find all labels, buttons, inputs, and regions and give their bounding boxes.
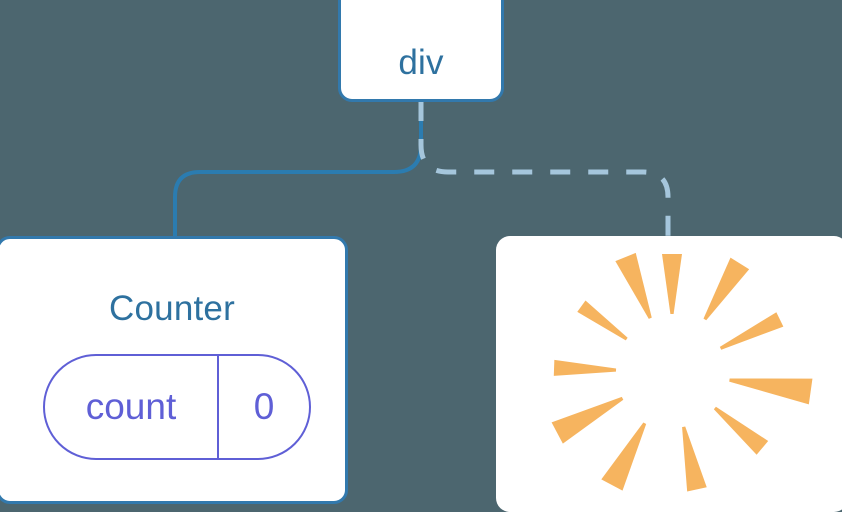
node-counter[interactable]: Counter count 0 (0, 236, 348, 504)
state-pill-value: 0 (253, 386, 275, 427)
edge-root-to-counter (173, 99, 423, 240)
node-div-label: div (398, 43, 444, 82)
spark-ray (729, 378, 813, 405)
spark-wrap (496, 236, 842, 512)
spark-ray (577, 300, 628, 341)
edge-root-to-spark (418, 101, 671, 238)
spark-ray (662, 254, 682, 314)
node-counter-label: Counter (109, 289, 235, 328)
spark-ray (713, 406, 769, 455)
spark-ray (615, 252, 652, 319)
spark-ray (551, 396, 624, 444)
spark-ray (601, 422, 647, 491)
spark-ray (682, 426, 707, 492)
node-spark[interactable] (496, 236, 842, 512)
spark-ray (719, 312, 784, 350)
spark-burst-icon (551, 252, 813, 492)
spark-ray (703, 257, 750, 321)
state-pill[interactable]: count 0 (43, 354, 311, 460)
state-pill-key: count (45, 356, 219, 458)
spark-ray (553, 359, 617, 376)
node-div[interactable]: div (338, 0, 504, 102)
